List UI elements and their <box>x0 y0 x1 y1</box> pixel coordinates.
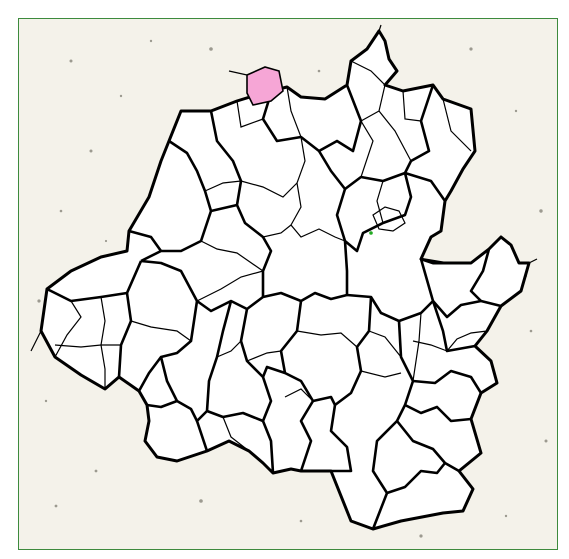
highlighted-region[interactable] <box>246 66 284 106</box>
subdivision-lines <box>54 60 488 452</box>
map-panel[interactable] <box>18 18 558 550</box>
map-canvas <box>30 24 548 538</box>
lake-outline <box>372 206 406 232</box>
location-marker[interactable] <box>369 231 373 235</box>
map-outline <box>39 29 531 531</box>
district-borders <box>46 84 502 530</box>
border-spurs <box>30 24 538 352</box>
